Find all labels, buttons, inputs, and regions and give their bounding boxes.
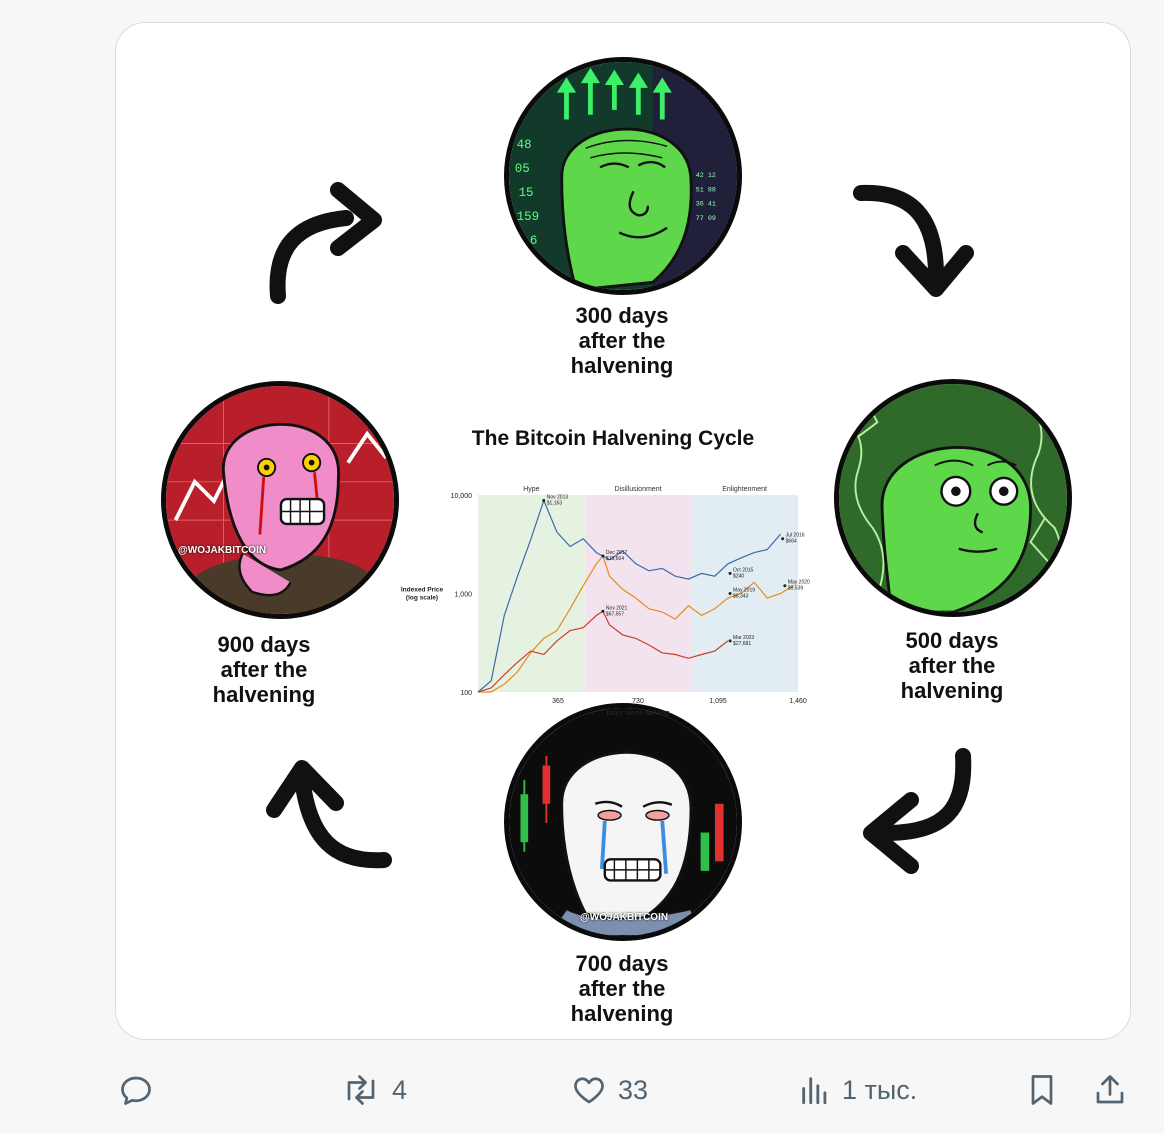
annotation-label: Dec 2017 bbox=[606, 550, 628, 556]
caption-500-days: 500 days after the halvening bbox=[852, 628, 1052, 703]
svg-text:.6: .6 bbox=[522, 234, 537, 248]
views-count: 1 тыс. bbox=[842, 1074, 918, 1105]
phase-band bbox=[478, 495, 585, 692]
x-tick-label: 1,095 bbox=[709, 698, 727, 705]
like-count: 33 bbox=[618, 1074, 649, 1105]
annotation-label: $19,664 bbox=[606, 556, 624, 562]
watermark-left: @WOJAKBITCOIN bbox=[178, 545, 267, 556]
views-button[interactable]: 1 тыс. bbox=[798, 1060, 917, 1120]
wojak-crying-image bbox=[504, 703, 742, 941]
curved-arrow-top-right-icon bbox=[851, 181, 976, 306]
series-line bbox=[478, 554, 794, 693]
annotation-point bbox=[728, 571, 732, 575]
annotation-label: $9,539 bbox=[788, 586, 804, 592]
svg-text:48: 48 bbox=[517, 138, 532, 152]
caption-line: after the bbox=[908, 653, 996, 678]
retweet-button[interactable]: 4 bbox=[340, 1060, 407, 1120]
wojak-green-shocked-image bbox=[834, 379, 1072, 617]
annotation-label: Jul 2016 bbox=[786, 533, 805, 539]
caption-900-days: 900 days after the halvening bbox=[164, 632, 364, 707]
y-tick-label: 1,000 bbox=[454, 592, 472, 599]
caption-700-days: 700 days after the halvening bbox=[522, 951, 722, 1026]
annotation-label: May 2019 bbox=[733, 588, 755, 594]
phase-label: Hype bbox=[523, 486, 539, 493]
retweet-count: 4 bbox=[392, 1074, 408, 1105]
annotation-point bbox=[728, 592, 732, 595]
wojak-green-hype-image: 48 05 15 159 .6 42 12 51 88 36 41 77 09 bbox=[504, 57, 742, 295]
caption-300-days: 300 days after the halvening bbox=[522, 303, 722, 378]
annotation-label: Oct 2015 bbox=[733, 567, 754, 573]
like-button[interactable]: 33 bbox=[570, 1060, 648, 1120]
x-tick-label: 365 bbox=[552, 698, 564, 705]
annotation-label: $1,163 bbox=[547, 500, 563, 506]
tweet-action-bar: 4 33 1 тыс. bbox=[0, 1060, 1164, 1120]
annotation-point bbox=[601, 554, 605, 558]
annotation-label: Mar 2023 bbox=[733, 635, 754, 641]
curved-arrow-top-left-icon bbox=[266, 178, 386, 308]
svg-text:42 12: 42 12 bbox=[696, 172, 716, 180]
caption-line: 500 days bbox=[905, 628, 999, 653]
svg-text:159: 159 bbox=[517, 210, 539, 224]
y-axis-label: (log scale) bbox=[406, 595, 438, 602]
phase-label: Enlightenment bbox=[722, 486, 767, 493]
svg-text:36 41: 36 41 bbox=[696, 201, 716, 209]
caption-line: halvening bbox=[570, 1001, 674, 1026]
annotation-point bbox=[728, 639, 732, 643]
y-tick-label: 100 bbox=[460, 690, 472, 697]
share-icon bbox=[1096, 1075, 1124, 1104]
annotation-point bbox=[601, 609, 605, 613]
annotation-label: $664 bbox=[786, 539, 797, 545]
svg-text:51 88: 51 88 bbox=[696, 186, 716, 194]
svg-text:05: 05 bbox=[515, 162, 530, 176]
caption-line: 300 days bbox=[575, 303, 669, 328]
share-button[interactable] bbox=[1092, 1060, 1128, 1120]
annotation-point bbox=[783, 584, 787, 588]
curved-arrow-bottom-right-icon bbox=[851, 748, 976, 874]
phase-label: Disillusionment bbox=[614, 486, 661, 493]
chart-title: The Bitcoin Halvening Cycle bbox=[471, 427, 755, 450]
annotation-point bbox=[781, 537, 785, 541]
retweet-icon bbox=[347, 1075, 375, 1105]
watermark-bottom: @WOJAKBITCOIN bbox=[580, 912, 669, 923]
views-icon bbox=[802, 1077, 827, 1105]
chart-svg: Hype Disillusionment Enlightenment 10,000 1,… bbox=[401, 486, 810, 717]
annotation-label: May 2020 bbox=[788, 580, 810, 586]
y-tick-label: 10,000 bbox=[451, 493, 473, 500]
phase-band bbox=[584, 495, 692, 692]
caption-line: after the bbox=[578, 328, 666, 353]
caption-line: after the bbox=[220, 657, 308, 682]
series-line bbox=[477, 498, 781, 693]
x-tick-label: 1,460 bbox=[789, 698, 807, 705]
caption-line: 700 days bbox=[575, 951, 669, 976]
caption-line: 900 days bbox=[217, 632, 311, 657]
heart-icon bbox=[574, 1077, 604, 1104]
svg-text:77 09: 77 09 bbox=[696, 215, 716, 223]
bookmark-icon bbox=[1031, 1075, 1053, 1105]
caption-line: halvening bbox=[570, 353, 674, 378]
reply-button[interactable] bbox=[118, 1060, 164, 1120]
y-axis-label: Indexed Price bbox=[401, 587, 444, 594]
annotation-label: Nov 2013 bbox=[547, 494, 569, 500]
annotation-label: $240 bbox=[733, 573, 744, 579]
curved-arrow-bottom-left-icon bbox=[264, 748, 394, 873]
svg-text:15: 15 bbox=[519, 186, 534, 200]
wojak-pink-angry-image bbox=[161, 381, 399, 619]
caption-line: halvening bbox=[900, 678, 1004, 703]
annotation-label: Nov 2021 bbox=[606, 605, 628, 611]
reply-icon bbox=[121, 1076, 151, 1105]
halvening-chart: The Bitcoin Halvening Cycle Hype Disillus… bbox=[398, 427, 828, 717]
tweet-media-card[interactable]: 48 05 15 159 .6 42 12 51 88 36 41 77 09 300 d… bbox=[115, 22, 1131, 1040]
annotation-label: $67,557 bbox=[606, 611, 624, 617]
annotation-label: $8,343 bbox=[733, 594, 749, 600]
x-tick-label: 730 bbox=[632, 698, 644, 705]
caption-line: halvening bbox=[212, 682, 316, 707]
bookmark-button[interactable] bbox=[1024, 1060, 1060, 1120]
annotation-point bbox=[542, 498, 546, 502]
annotation-label: $27,681 bbox=[733, 641, 751, 647]
x-axis-label: Days since halving bbox=[606, 710, 669, 717]
caption-line: after the bbox=[578, 976, 666, 1001]
